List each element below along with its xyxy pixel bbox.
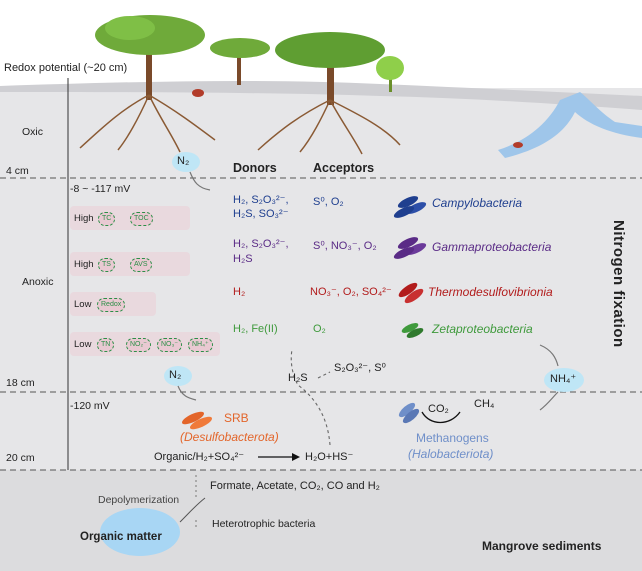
reaction-right: H₂O+HS⁻: [305, 451, 354, 463]
n2-bubble-top: [172, 152, 200, 172]
n2-bubble-mid: [164, 366, 192, 386]
mangrove-tree-small: [210, 38, 270, 85]
h2s-oxidation-arrow: [317, 371, 331, 379]
row2-donors-line1: H₂, S₂O₃²⁻,: [233, 238, 289, 250]
sulfur-products-label: S₂O₃²⁻, S⁰: [334, 362, 386, 374]
row1-taxon: Campylobacteria: [432, 196, 523, 210]
chip-nh4: NH₄⁺: [188, 338, 213, 352]
organic-matter-label: Organic matter: [80, 531, 162, 543]
row1-donors-line2: H₂S, SO₃²⁻: [233, 208, 289, 220]
acceptors-header: Acceptors: [313, 161, 375, 175]
srb-label: SRB: [224, 411, 249, 425]
n2-top-label: N₂: [177, 155, 190, 167]
nh4-from-methanogen-arrow: [539, 391, 559, 411]
redox-potential-label: Redox potential (~20 cm): [4, 62, 128, 74]
chip-no2: NO₂⁻: [126, 338, 151, 352]
methanogens-phylum-label: (Halobacteriota): [408, 447, 494, 461]
n2-top-arrow: [189, 171, 211, 191]
row4-taxon: Zetaproteobacteria: [432, 322, 533, 336]
chip-redox: Redox: [97, 298, 126, 312]
row2-donors-line2: H₂S: [233, 253, 253, 265]
nitrogen-fixation-label: Nitrogen fixation: [610, 220, 627, 348]
chip-ts: TS: [98, 258, 115, 272]
srb-icon: [181, 411, 213, 430]
zetaproteobacteria-icon: [401, 323, 424, 338]
redox-upper-label: -8 ~ -117 mV: [70, 183, 131, 195]
heterotroph-arrow: [179, 497, 206, 523]
methanogen-icon: [398, 402, 420, 424]
mangrove-tree-left: [79, 15, 216, 153]
methanogenesis-arrow: [421, 411, 461, 424]
nitrogen-arrow-to-nh4: [539, 344, 559, 367]
hs-recycle-arrow: [290, 349, 331, 446]
heterotrophic-label: Heterotrophic bacteria: [212, 518, 316, 530]
chip-no3: NO₃⁻: [157, 338, 183, 352]
row2-acceptors: S⁰, NO₃⁻, O₂: [313, 240, 377, 252]
condition-level-4: Low: [74, 339, 92, 350]
reaction-arrowhead: [292, 453, 300, 461]
depolymerization-label: Depolymerization: [98, 494, 180, 506]
row1-donors-line1: H₂, S₂O₃²⁻,: [233, 194, 289, 206]
mangrove-tree-center: [257, 32, 401, 155]
zone-oxic-label: Oxic: [22, 126, 43, 138]
nh4-label: NH₄⁺: [550, 373, 577, 385]
chip-avs: AVS: [130, 258, 152, 272]
campylobacteria-icon: [393, 196, 427, 218]
crab-icon-right: [513, 142, 523, 148]
row2-taxon: Gammaproteobacteria: [432, 240, 552, 254]
condition-level-2: High: [74, 259, 94, 270]
nh4-bubble: [544, 368, 584, 392]
condition-level-1: High: [74, 213, 94, 224]
crab-icon: [192, 89, 204, 97]
gammaproteobacteria-icon: [393, 237, 427, 259]
ch4-label: CH₄: [474, 398, 495, 410]
mangrove-sediments-label: Mangrove sediments: [482, 539, 602, 553]
h2s-label: H₂S: [288, 372, 308, 384]
chip-toc: TOC: [130, 212, 153, 226]
thermodesulfovibrionia-icon: [398, 282, 424, 304]
donors-header: Donors: [233, 161, 277, 175]
seedling-plant: [376, 56, 404, 92]
n2-mid-label: N₂: [169, 369, 182, 381]
row3-taxon: Thermodesulfovibrionia: [428, 285, 553, 299]
depth-4cm-label: 4 cm: [6, 165, 29, 177]
zone-anoxic-label: Anoxic: [22, 276, 54, 288]
degradation-products-label: Formate, Acetate, CO₂, CO and H₂: [210, 480, 380, 492]
co2-label: CO₂: [428, 403, 449, 415]
organic-matter-blob: [100, 508, 180, 556]
sediment-surface: [0, 80, 642, 110]
srb-phylum-label: (Desulfobacterota): [180, 430, 279, 444]
chip-tn: TN: [97, 338, 115, 352]
tidal-water: [498, 92, 642, 158]
redox-lower-label: -120 mV: [70, 400, 110, 412]
methanogens-label: Methanogens: [416, 431, 489, 445]
row3-donors-line1: H₂: [233, 286, 246, 298]
row4-donors-line1: H₂, Fe(II): [233, 323, 278, 335]
row4-acceptors: O₂: [313, 323, 326, 335]
depth-20cm-label: 20 cm: [6, 452, 35, 464]
reaction-left: Organic/H₂+SO₄²⁻: [154, 451, 245, 463]
condition-level-3: Low: [74, 299, 92, 310]
n2-mid-arrow: [177, 385, 197, 401]
chip-tc: TC: [98, 212, 116, 226]
row1-acceptors: S⁰, O₂: [313, 196, 344, 208]
row3-acceptors: NO₃⁻, O₂, SO₄²⁻: [310, 286, 392, 298]
depth-18cm-label: 18 cm: [6, 377, 35, 389]
